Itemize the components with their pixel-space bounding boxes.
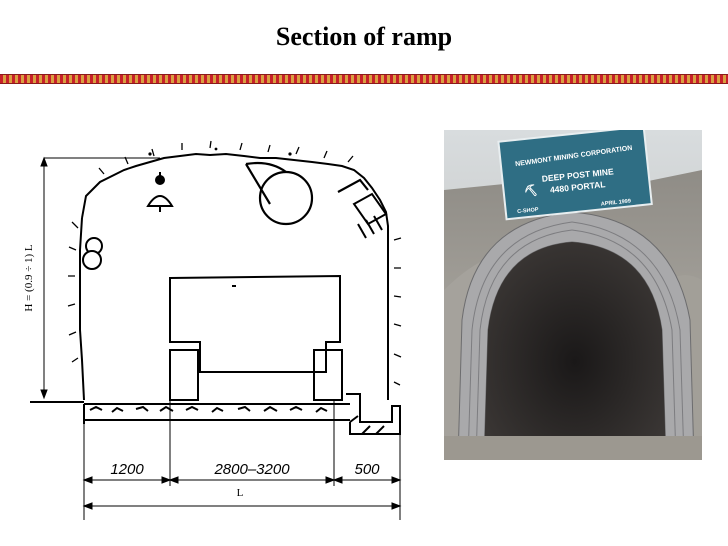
wall-stones bbox=[148, 147, 292, 156]
slide-title: Section of ramp bbox=[275, 22, 453, 51]
width-label: L bbox=[237, 487, 244, 499]
sign-logo-icon: ⛏ bbox=[524, 184, 538, 197]
dimension-right: 500 bbox=[354, 461, 380, 478]
ventilation-duct bbox=[245, 161, 369, 226]
dimension-middle: 2800–3200 bbox=[213, 461, 290, 478]
drainage-ditch bbox=[346, 393, 401, 435]
arch-corrugations bbox=[467, 221, 685, 460]
haul-truck-outline bbox=[169, 274, 343, 401]
height-dimension bbox=[40, 156, 160, 400]
rock-roughness-marks bbox=[67, 140, 402, 386]
title-divider-stripe bbox=[0, 74, 728, 84]
wall-pipes bbox=[352, 192, 388, 239]
tunnel-outline bbox=[79, 152, 389, 401]
width-dimensions bbox=[82, 400, 402, 520]
portal-photo: NEWMONT MINING CORPORATION DEEP POST MIN… bbox=[444, 130, 702, 460]
portal-opening bbox=[484, 242, 666, 460]
sign-date: APRIL 1999 bbox=[601, 198, 632, 207]
dimension-left: 1200 bbox=[110, 461, 144, 478]
height-label: H = (0.9 ÷ 1) L bbox=[23, 244, 35, 312]
sign-shop: C-SHOP bbox=[517, 207, 539, 215]
ramp-cross-section-drawing: H = (0.9 ÷ 1) L bbox=[23, 140, 402, 520]
ceiling-lamp bbox=[146, 172, 174, 212]
portal-sign bbox=[497, 130, 653, 221]
portal-floor bbox=[444, 436, 702, 460]
roadbed bbox=[30, 401, 350, 424]
cable-bundle bbox=[82, 237, 103, 270]
